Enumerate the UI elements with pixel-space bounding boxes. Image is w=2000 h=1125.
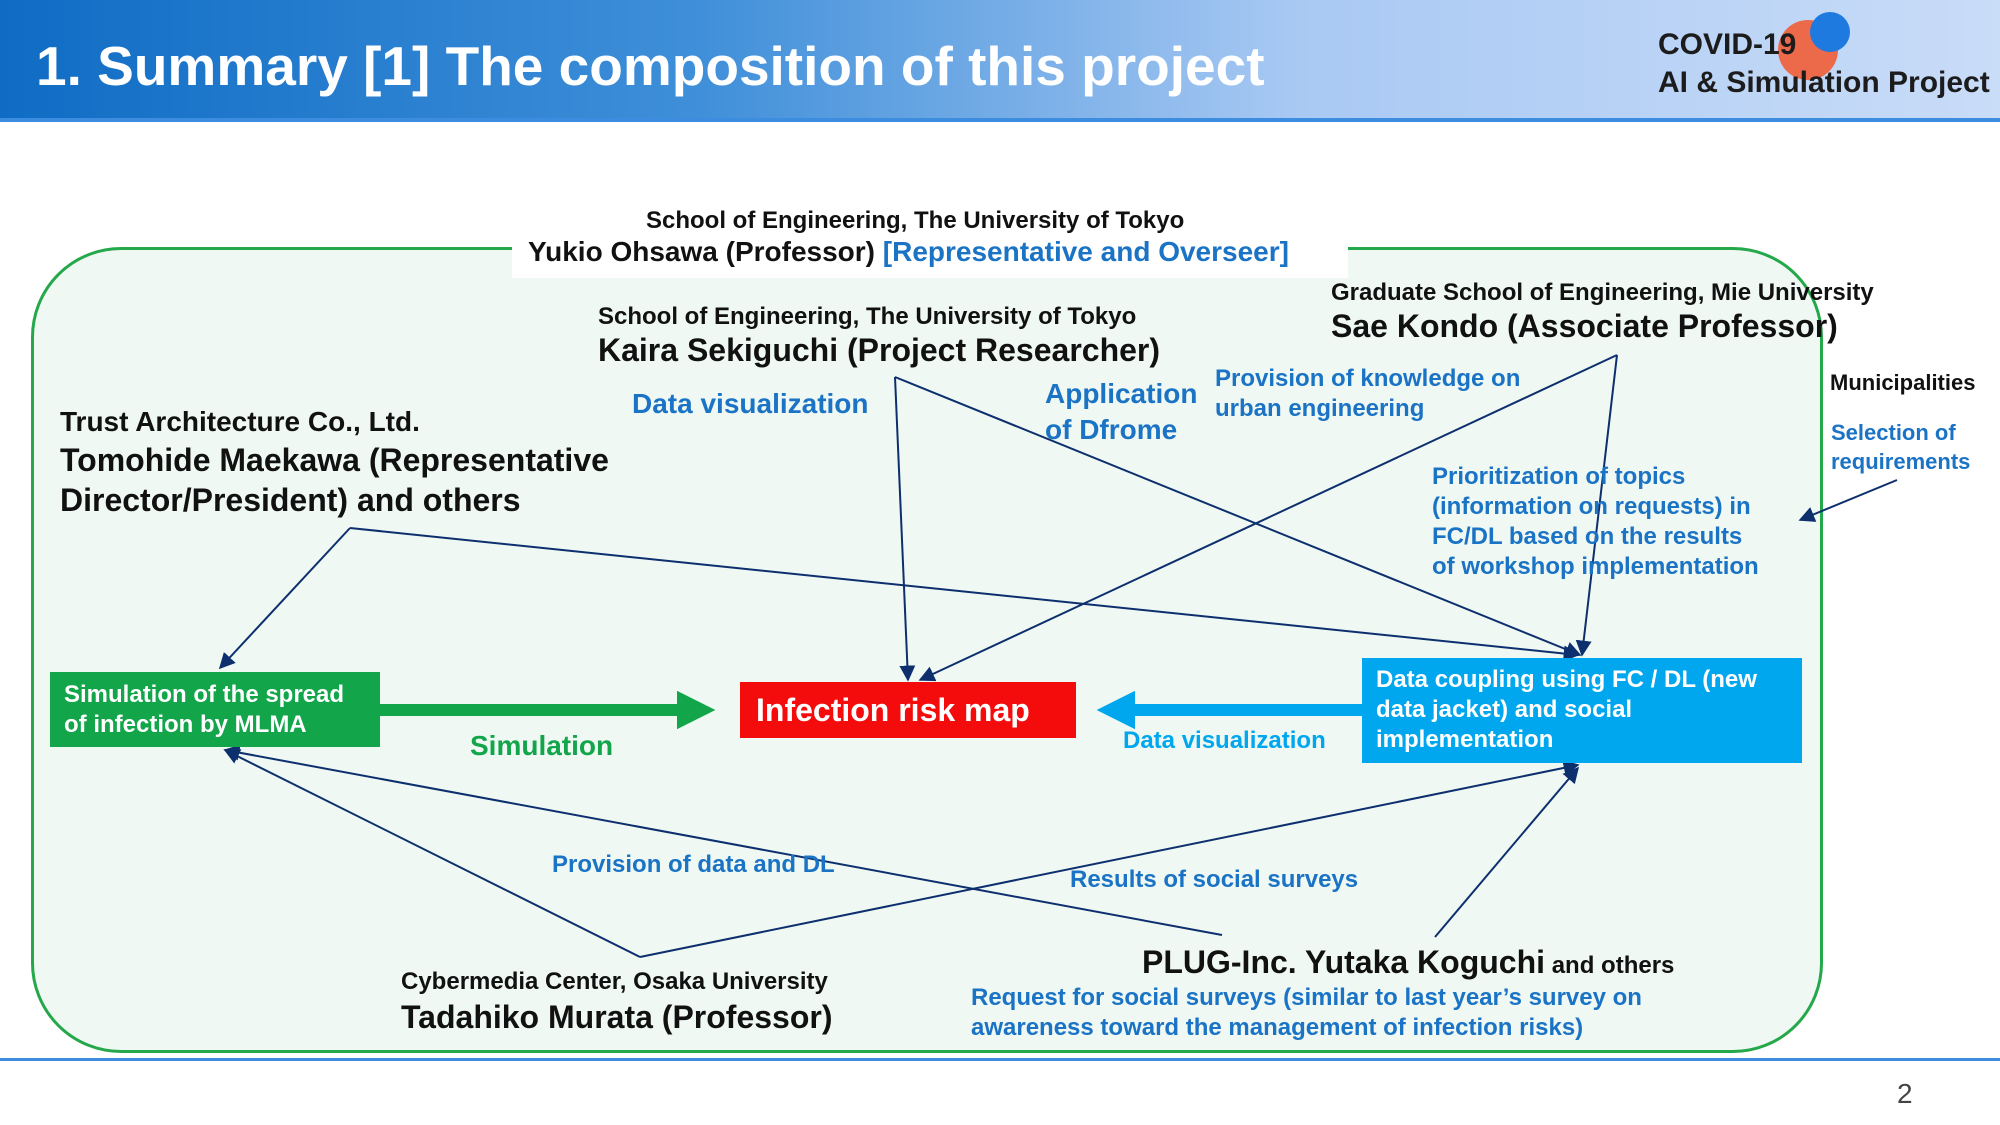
arrow-municipalities-to-priority <box>1798 479 1898 522</box>
murata-org: Cybermedia Center, Osaka University <box>401 968 828 995</box>
sekiguchi-name: Kaira Sekiguchi (Project Researcher) <box>598 332 1161 368</box>
murata-name: Tadahiko Murata (Professor) <box>401 999 833 1035</box>
label-simulation: Simulation <box>470 730 614 761</box>
arrow-trust-to-simulation <box>218 527 351 670</box>
sekiguchi-org: School of Engineering, The University of… <box>598 303 1137 330</box>
project-logo-text: COVID-19 AI & Simulation Project <box>1658 26 1990 102</box>
label-data-visualization-top: Data visualization <box>632 388 869 419</box>
arrow-murata-to-coupling <box>639 760 1580 958</box>
header-divider <box>0 118 2000 122</box>
label-provision-data-dl: Provision of data and DL <box>552 851 835 878</box>
representative-name-line: Yukio Ohsawa (Professor) [Representative… <box>528 236 1289 268</box>
data-coupling-node: Data coupling using FC / DL (new data ja… <box>1362 658 1802 763</box>
arrow-kondo-to-coupling <box>1575 354 1618 657</box>
representative-org: School of Engineering, The University of… <box>646 207 1185 234</box>
municipalities-action-line-2: requirements <box>1831 449 1971 474</box>
slide-title: 1. Summary [1] The composition of this p… <box>36 35 1265 97</box>
kondo-org: Graduate School of Engineering, Mie Univ… <box>1331 279 1874 306</box>
footer-divider <box>0 1058 2000 1061</box>
arrow-plug-to-coupling <box>1434 766 1580 938</box>
logo-blue-circle <box>1810 12 1850 52</box>
arrow-plug-to-simulation <box>223 744 1223 936</box>
logo-line-1: COVID-19 <box>1658 28 1797 61</box>
representative-role: [Representative and Overseer] <box>882 236 1289 267</box>
representative-name: Yukio Ohsawa (Professor) <box>528 236 875 267</box>
representative-label-box <box>512 198 1348 278</box>
label-priority-line-1: Prioritization of topics <box>1432 463 1686 490</box>
trust-org: Trust Architecture Co., Ltd. <box>60 406 420 437</box>
label-priority-line-3: FC/DL based on the results <box>1432 523 1743 550</box>
infection-risk-map-node: Infection risk map <box>740 682 1076 738</box>
trust-name: Tomohide Maekawa (Representative Directo… <box>60 440 609 520</box>
simulation-node: Simulation of the spread of infection by… <box>50 672 380 747</box>
trust-name-line-1: Tomohide Maekawa (Representative <box>60 442 609 478</box>
label-application-dfrome: Application of Dfrome <box>1045 376 1197 448</box>
arrow-kondo-to-risk-map <box>918 354 1618 682</box>
label-priority-line-2: (information on requests) in <box>1432 493 1751 520</box>
label-results-social-surveys: Results of social surveys <box>1070 866 1359 893</box>
arrow-sekiguchi-to-coupling <box>894 376 1582 657</box>
kondo-name: Sae Kondo (Associate Professor) <box>1331 308 1838 344</box>
plug-name: PLUG-Inc. Yutaka Koguchi <box>1142 944 1546 980</box>
label-prioritization: Prioritization of topics (information on… <box>1432 462 1759 582</box>
label-data-visualization-right: Data visualization <box>1123 727 1326 754</box>
logo-line-2: AI & Simulation Project <box>1658 66 1990 99</box>
label-knowledge-line-2: urban engineering <box>1215 395 1425 422</box>
plug-request: Request for social surveys (similar to l… <box>971 983 1642 1043</box>
plug-request-line-2: awareness toward the management of infec… <box>971 1014 1584 1041</box>
plug-suffix: and others <box>1545 952 1675 979</box>
arrow-murata-to-simulation <box>223 749 641 958</box>
plug-name-line: PLUG-Inc. Yutaka Koguchi and others <box>1142 944 1674 981</box>
trust-name-line-2: Director/President) and others <box>60 482 521 518</box>
page-number: 2 <box>1897 1078 1913 1109</box>
municipalities-action-line-1: Selection of <box>1831 420 1956 445</box>
label-priority-line-4: of workshop implementation <box>1432 553 1759 580</box>
label-knowledge-line-1: Provision of knowledge on <box>1215 365 1521 392</box>
label-application-line-2: of Dfrome <box>1045 414 1178 445</box>
arrow-sekiguchi-to-risk-map <box>894 376 916 682</box>
label-application-line-1: Application <box>1045 378 1198 409</box>
plug-request-line-1: Request for social surveys (similar to l… <box>971 984 1642 1011</box>
label-provision-knowledge: Provision of knowledge on urban engineer… <box>1215 364 1520 424</box>
header-bar <box>0 0 2000 118</box>
municipalities-action: Selection of requirements <box>1831 418 1970 476</box>
arrow-trust-to-coupling <box>349 527 1580 662</box>
municipalities-label: Municipalities <box>1830 370 1976 395</box>
